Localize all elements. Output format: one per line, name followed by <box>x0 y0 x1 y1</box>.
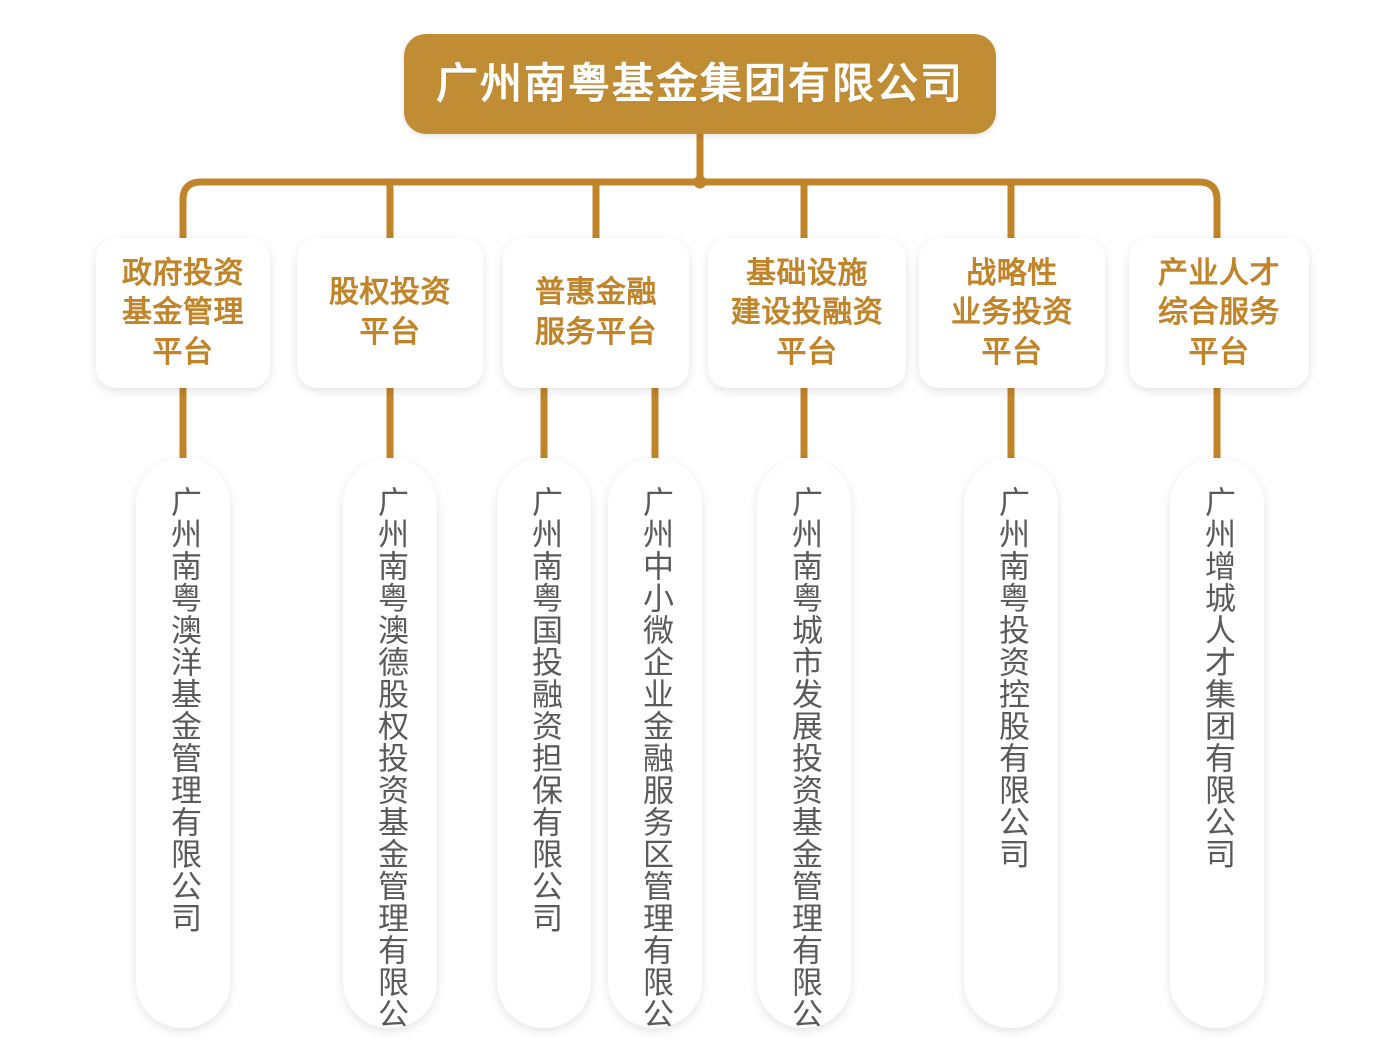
root-node-label: 广州南粤基金集团有限公司 <box>435 59 964 107</box>
connector-junction-dot <box>693 175 707 189</box>
platform-card-industry-talent[interactable]: 产业人才 综合服务 平台 <box>1129 238 1309 388</box>
platform-card-strategic-business[interactable]: 战略性 业务投资 平台 <box>919 238 1105 388</box>
connector-bus <box>179 178 1221 238</box>
platform-card-label: 政府投资 基金管理 平台 <box>122 256 244 369</box>
subsidiary-card-3[interactable]: 广州南粤国投融资担保有限公司 <box>497 458 591 1028</box>
subsidiary-card-5[interactable]: 广州南粤城市发展投资基金管理有限公司 <box>757 458 851 1028</box>
subsidiary-card-label: 广州南粤投资控股有限公司 <box>993 486 1029 870</box>
subsidiary-card-4[interactable]: 广州中小微企业金融服务区管理有限公司 <box>608 458 702 1028</box>
subsidiary-card-label: 广州中小微企业金融服务区管理有限公司 <box>637 486 673 1028</box>
platform-card-label: 战略性 业务投资 平台 <box>951 256 1073 369</box>
subsidiary-card-label: 广州南粤城市发展投资基金管理有限公司 <box>786 486 822 1028</box>
root-node-group-company[interactable]: 广州南粤基金集团有限公司 <box>404 34 996 134</box>
platform-card-label: 基础设施 建设投融资 平台 <box>730 256 884 369</box>
subsidiary-card-1[interactable]: 广州南粤澳洋基金管理有限公司 <box>136 458 230 1028</box>
platform-card-label: 普惠金融 服务平台 <box>535 276 657 349</box>
platform-card-government-fund[interactable]: 政府投资 基金管理 平台 <box>96 238 270 388</box>
subsidiary-card-label: 广州南粤澳洋基金管理有限公司 <box>165 486 201 934</box>
subsidiary-card-label: 广州南粤国投融资担保有限公司 <box>526 486 562 934</box>
platform-card-inclusive-finance[interactable]: 普惠金融 服务平台 <box>503 238 689 388</box>
subsidiary-card-6[interactable]: 广州南粤投资控股有限公司 <box>964 458 1058 1028</box>
subsidiary-card-label: 广州南粤澳德股权投资基金管理有限公司 <box>372 486 408 1028</box>
subsidiary-card-7[interactable]: 广州增城人才集团有限公司 <box>1170 458 1264 1028</box>
platform-card-label: 股权投资 平台 <box>329 276 451 349</box>
subsidiary-card-label: 广州增城人才集团有限公司 <box>1199 486 1235 870</box>
platform-card-label: 产业人才 综合服务 平台 <box>1158 256 1280 369</box>
platform-card-equity-investment[interactable]: 股权投资 平台 <box>297 238 483 388</box>
subsidiary-card-2[interactable]: 广州南粤澳德股权投资基金管理有限公司 <box>343 458 437 1028</box>
platform-card-infrastructure[interactable]: 基础设施 建设投融资 平台 <box>708 238 906 388</box>
